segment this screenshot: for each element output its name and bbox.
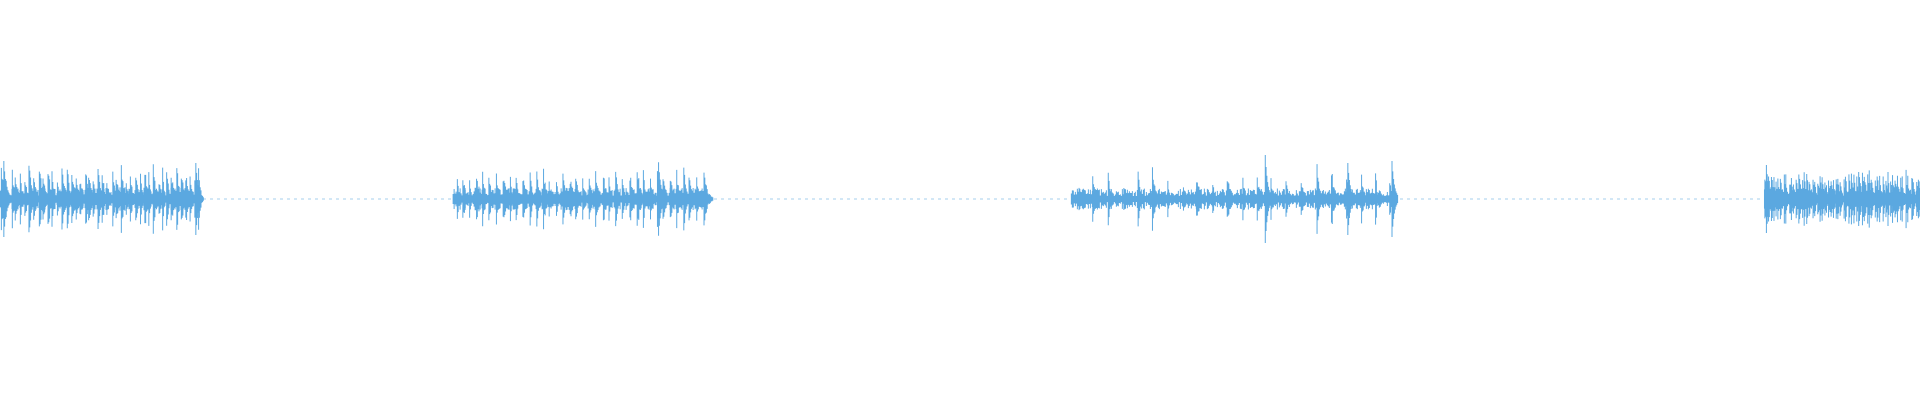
waveform-path bbox=[0, 155, 1920, 243]
waveform-trace bbox=[0, 155, 1920, 243]
